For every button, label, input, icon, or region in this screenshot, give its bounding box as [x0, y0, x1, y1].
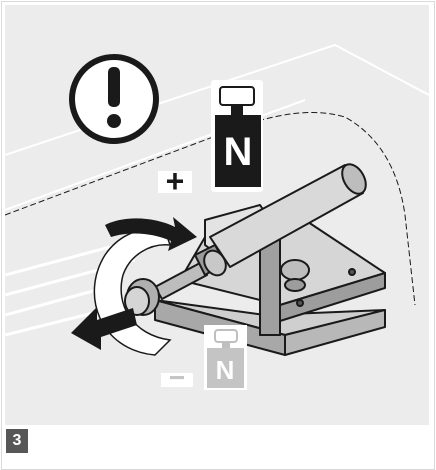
adjustment-illustration: N + N −	[5, 5, 429, 425]
plus-sign: +	[158, 163, 192, 199]
weight-icon: N	[211, 80, 263, 192]
warning-exclamation-icon	[72, 57, 156, 141]
ghost-weight-icon: N	[204, 325, 247, 390]
nut	[281, 260, 309, 291]
weight-label-weak: N	[216, 355, 235, 385]
weight-label-strong: N	[224, 130, 253, 174]
plus-symbol: +	[166, 163, 185, 199]
minus-sign: −	[161, 362, 193, 393]
minus-symbol: −	[169, 362, 185, 393]
step-number-badge: 3	[6, 429, 28, 453]
